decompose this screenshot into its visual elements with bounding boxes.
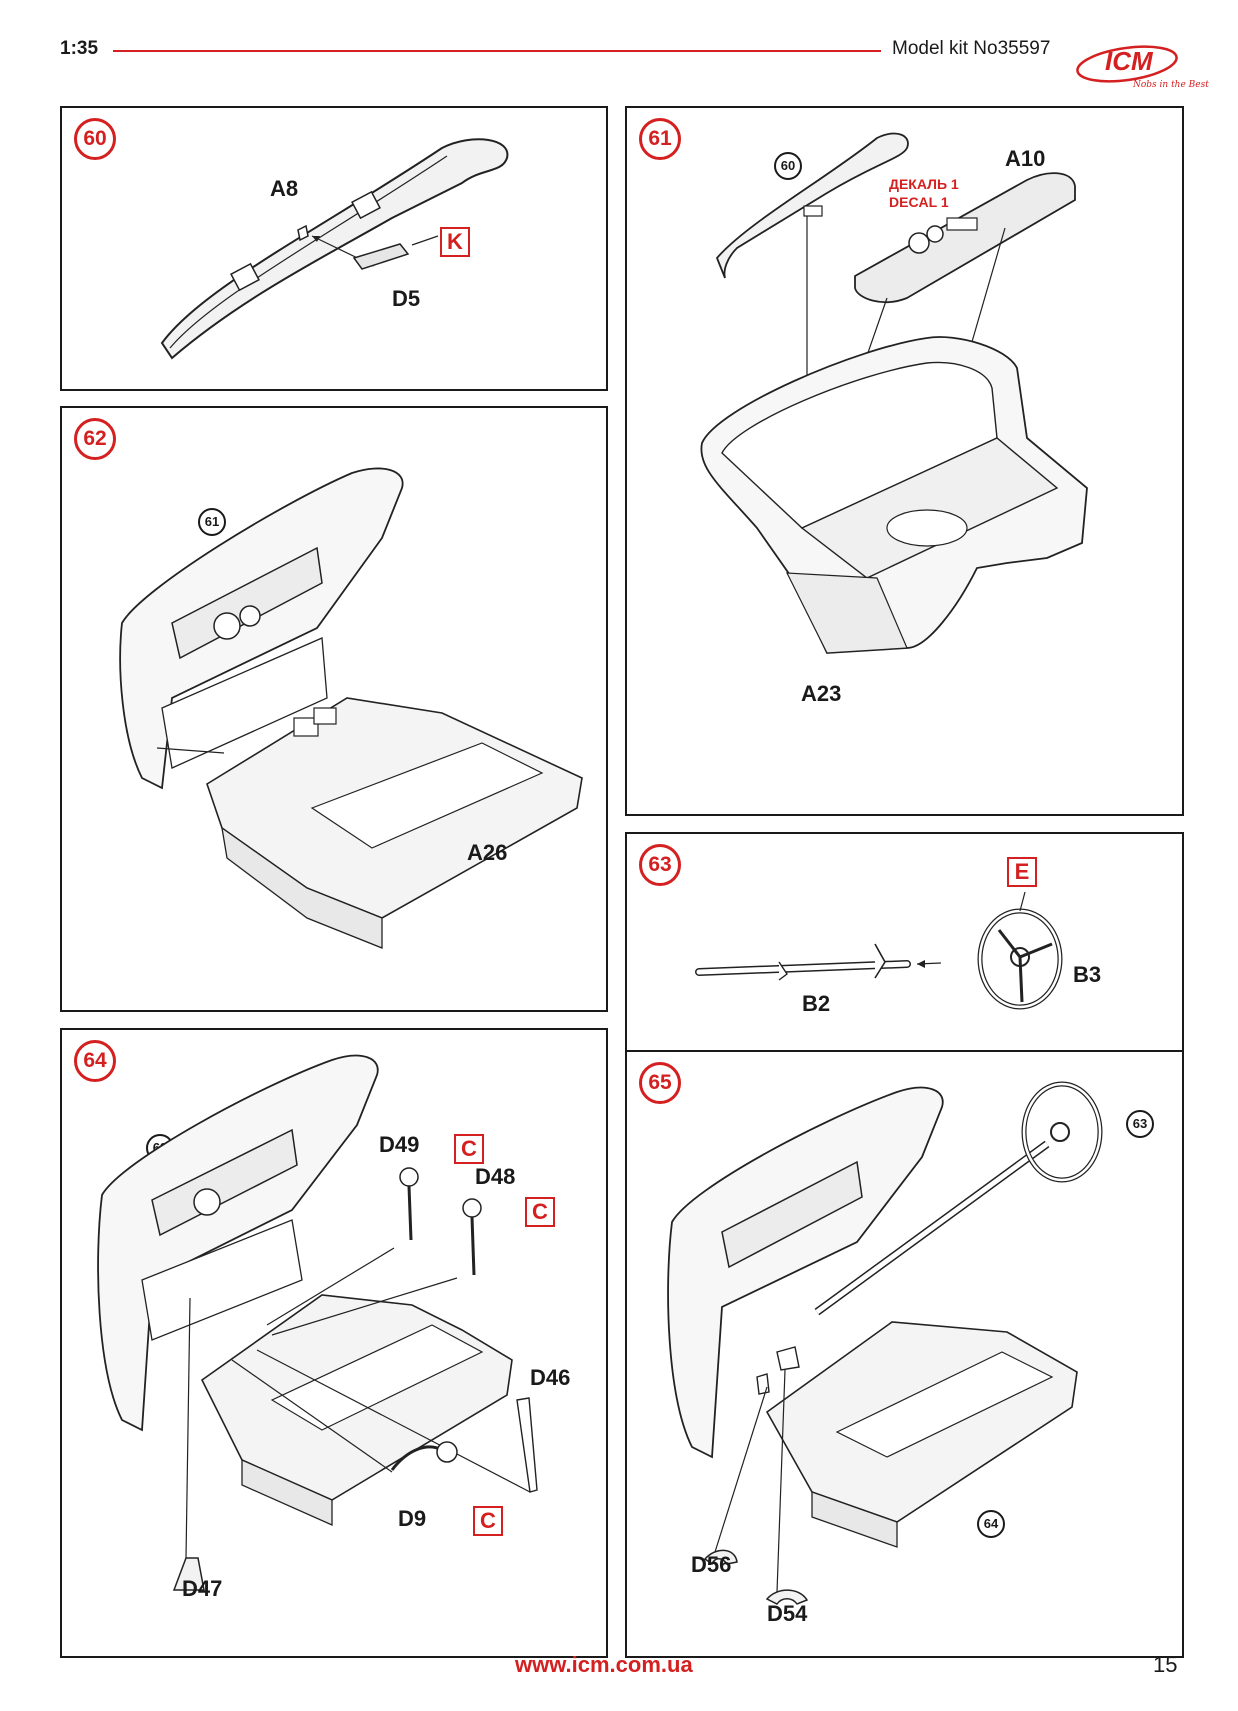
paint-code-c-d9: C bbox=[473, 1506, 503, 1536]
step-65-ref-63: 63 bbox=[1126, 1110, 1154, 1138]
cab-shell-drawing bbox=[700, 132, 1088, 654]
part-d46-label: D46 bbox=[530, 1365, 571, 1390]
visor-drawing bbox=[160, 138, 509, 360]
steering-drawing bbox=[695, 891, 1063, 1010]
part-a10-label: A10 bbox=[1005, 146, 1046, 171]
part-d54-label: D54 bbox=[767, 1601, 808, 1626]
paint-code-c-d48: C bbox=[525, 1197, 555, 1227]
svg-text:ICM: ICM bbox=[1105, 46, 1154, 76]
part-a26-label: A26 bbox=[467, 840, 508, 865]
step-65-number: 65 bbox=[639, 1062, 681, 1104]
page-number: 15 bbox=[1153, 1652, 1178, 1677]
step-60-panel: 60 A8 D5 K bbox=[60, 106, 608, 391]
step-65-panel: 65 63 64 D56 D54 bbox=[625, 1050, 1184, 1658]
part-a23-label: A23 bbox=[801, 681, 842, 706]
step-60-number: 60 bbox=[74, 118, 116, 160]
step-64-panel: 64 62 D49 C D48 C D46 D9 C D47 bbox=[60, 1028, 608, 1658]
part-d5-label: D5 bbox=[392, 286, 421, 311]
part-d56-label: D56 bbox=[691, 1552, 732, 1577]
step-61-ref-60: 60 bbox=[774, 152, 802, 180]
scale-label: 1:35 bbox=[60, 38, 99, 59]
svg-text:Nobs in the Best: Nobs in the Best bbox=[1132, 80, 1209, 90]
step-64-number: 64 bbox=[74, 1040, 116, 1082]
decal-1-en: DECAL 1 bbox=[889, 194, 949, 210]
part-d9-label: D9 bbox=[398, 1506, 427, 1531]
paint-code-e: E bbox=[1007, 857, 1037, 887]
step-63-panel: 63 E B3 B2 bbox=[625, 832, 1184, 1052]
part-d48-label: D48 bbox=[475, 1164, 516, 1189]
step-62-panel: 62 61 A26 bbox=[60, 406, 608, 1012]
cab-steering-drawing bbox=[667, 1081, 1103, 1605]
step-62-number: 62 bbox=[74, 418, 116, 460]
part-d47-label: D47 bbox=[182, 1576, 223, 1601]
header-rule bbox=[113, 50, 881, 52]
step-63-number: 63 bbox=[639, 844, 681, 886]
footer-url[interactable]: www.icm.com.ua bbox=[515, 1652, 693, 1677]
icm-logo: ICM Nobs in the Best bbox=[1075, 40, 1209, 92]
part-d49-label: D49 bbox=[379, 1132, 420, 1157]
kit-number: Model kit No35597 bbox=[892, 38, 1051, 59]
part-b2-label: B2 bbox=[802, 991, 831, 1016]
cab-controls-drawing bbox=[97, 1054, 538, 1591]
step-62-ref-61: 61 bbox=[198, 508, 226, 536]
step-65-ref-64: 64 bbox=[977, 1510, 1005, 1538]
part-b3-label: B3 bbox=[1073, 962, 1102, 987]
part-a8-label: A8 bbox=[270, 176, 299, 201]
paint-code-k: K bbox=[440, 227, 470, 257]
paint-code-c-d49: C bbox=[454, 1134, 484, 1164]
step-61-panel: 61 60 A10 ДЕКАЛЬ 1 DECAL 1 A23 bbox=[625, 106, 1184, 816]
decal-1-ru: ДЕКАЛЬ 1 bbox=[889, 176, 959, 192]
step-61-number: 61 bbox=[639, 118, 681, 160]
cab-floor-drawing bbox=[119, 467, 583, 949]
